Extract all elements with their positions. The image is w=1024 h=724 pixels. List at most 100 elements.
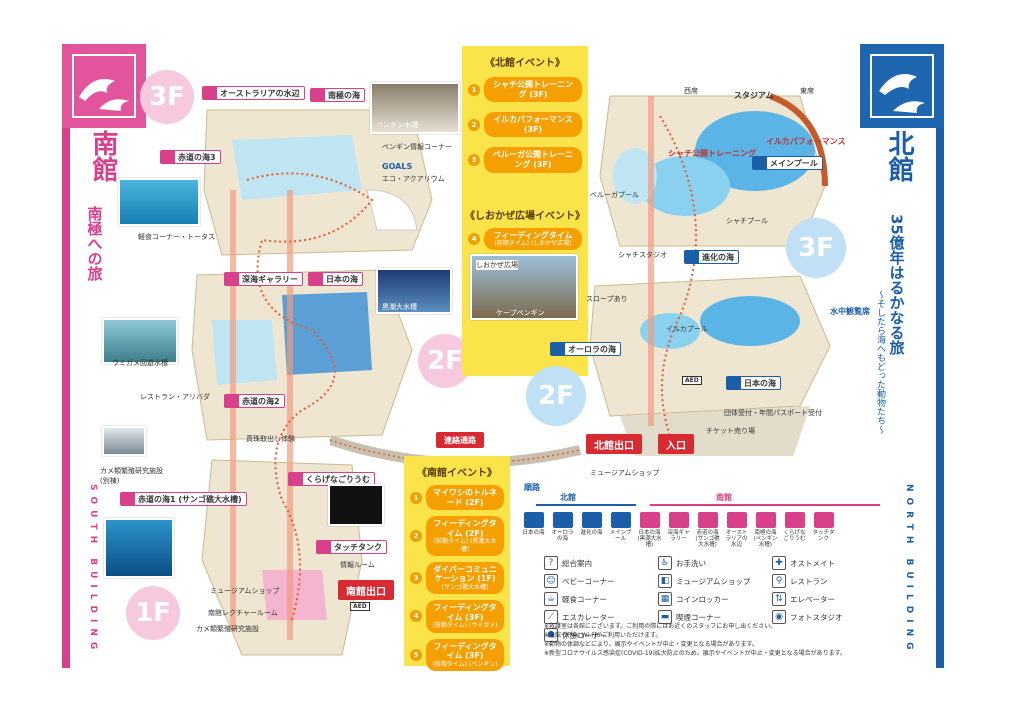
plaza-events-title: 《しおかぜ広場イベント》 [465,210,585,222]
route-stop: タッチタンク [810,512,837,548]
legend-item: ◉フォトスタジオ [772,610,886,624]
orca-icon [753,157,767,169]
australia-icon [203,87,217,99]
kame-facility-photo [102,426,146,456]
elevator-icon: ⇅ [772,592,786,606]
dolphin-logo-icon [870,54,934,118]
route-stops: 日本の海 オーロラの海 進化の海 メインプール 日本の海 (黒潮大水槽) 深海ギ… [520,512,839,548]
route-stop: くらげなごりうむ [781,512,808,548]
umigame-photo [102,318,178,364]
floor-badge-3f: 3F [140,70,194,124]
notes: ※救護室は各館にございます。ご利用の際にはお近くのスタッフにお申し出ください。 … [544,622,846,658]
tag-australia[interactable]: オーストラリアの水辺 [202,86,305,100]
jellyfish-icon [289,473,303,485]
jellyfish-photo [328,484,384,526]
orca-icon [610,512,631,528]
route-title: 順路 [524,483,540,492]
plaza-photo: しおかぜ広場 ケープペンギン [470,254,578,320]
south-building-english: SOUTH BUILDING [88,484,98,656]
tag-main-pool[interactable]: メインプール [752,156,823,170]
legend-item: ☺ベビーコーナー [544,574,658,588]
eco-aquarium-label: エコ・アクアリウム [382,175,445,183]
coral-reef-icon [121,493,135,505]
tag-nankyoku[interactable]: 南極の海 [310,88,365,102]
route-stop: 日本の海 (黒潮大水槽) [636,512,663,548]
jellyfish-icon [784,512,805,528]
penguin-tank-photo: ペンギン水槽 [370,82,460,134]
tag-nihon-north[interactable]: 日本の海 [726,376,781,390]
fish-icon [639,512,660,528]
north-museum-shop-label: ミュージアムショップ [590,469,660,477]
tag-shinka[interactable]: 進化の海 [684,250,739,264]
route-north-label: 北館 [560,493,576,502]
slope-label: スロープあり [586,295,628,303]
north-tagline-sub: 〜そしたら海へもどった動物たち〜 [875,290,885,434]
route-stop: 赤道の海 (サンゴ礁大水槽) [694,512,721,548]
iruka-label: イルカパフォーマンス [766,137,846,146]
shachi-training-label: シャチ公開トレーニング [668,149,756,158]
beluga-icon [551,343,565,355]
stadium-label: スタジアム [734,91,774,100]
tag-nihon[interactable]: 日本の海 [308,272,363,286]
tag-aurora[interactable]: オーロラの海 [550,342,621,356]
route-stop: 進化の海 [578,512,605,548]
penguin-icon [311,89,325,101]
floor-badge-north-2f: 2F [526,366,586,426]
note-line: ※全館でFree Wi-Fiがご利用いただけます。 [544,632,662,639]
legend-item: ?総合案内 [544,556,658,570]
tag-akamichi3[interactable]: 赤道の海3 [160,150,221,164]
ostomate-icon: ✚ [772,556,786,570]
legend: ?総合案内 ♿お手洗い ✚オストメイト ☺ベビーコーナー ◧ミュージアムショップ… [544,556,886,642]
deep-sea-icon [225,273,239,285]
route-north-line [536,504,636,506]
shachi-pool-label: シャチプール [726,217,768,225]
snack-icon: ☕ [544,592,558,606]
south-building-logo [62,44,146,128]
entrance-button[interactable]: 入口 [658,434,694,454]
legend-item: ▬喫煙コーナー [658,610,772,624]
underwater-seat-label: 水中観覧席 [830,307,870,316]
tag-shinkai[interactable]: 深海ギャラリー [224,272,303,286]
coral-icon [697,512,718,528]
tag-akamichi1[interactable]: 赤道の海1 (サンゴ礁大水槽) [120,492,247,506]
north-building-band: 北館 35億年はるかなる旅 〜そしたら海へもどった動物たち〜 NORTH BUI… [860,44,944,668]
north-building-logo [860,44,944,128]
seat-east-label: 東席 [800,87,814,95]
tag-akamichi2[interactable]: 赤道の海2 [224,394,285,408]
evolution-icon [685,251,699,263]
turtle-photo [118,178,200,226]
legend-item: ♿お手洗い [658,556,772,570]
turtle-icon [161,151,175,163]
australia-icon [726,512,747,528]
group-reception-label: 団体受付・年間パスポート受付 [724,409,822,417]
ticket-label: チケット売り場 [706,427,755,435]
dolphin-logo-icon [72,54,136,118]
route-stop: オーロラの海 [549,512,576,548]
tag-touch[interactable]: タッチタンク [316,540,387,554]
south-aed-label: AED [350,602,370,611]
restaurant-icon: ⚲ [772,574,786,588]
kame-sub-label: (別棟) [100,477,120,485]
north-exit-button[interactable]: 北館出口 [586,434,642,454]
route-stop: メインプール [607,512,634,548]
baby-corner-icon: ☺ [544,574,558,588]
touch-icon [317,541,331,553]
beluga-icon [552,512,573,528]
south-events-title: 《南館イベント》 [417,468,497,479]
kame-research-label: カメ類繁殖研究施設 [196,625,259,633]
south-exit-button[interactable]: 南館出口 [338,580,394,600]
legend-item: ▦コインロッカー [658,592,772,606]
kuroshio-photo: 黒潮大水槽 [376,268,452,314]
connector-label: 連絡通路 [436,432,484,448]
legend-item: ◧ミュージアムショップ [658,574,772,588]
seat-west-label: 西席 [684,87,698,95]
beluga-pool-label: ベルーガプール [590,191,639,199]
iruka-pool-label: イルカプール [666,325,708,333]
floor-badge-north-3f: 3F [786,218,846,278]
